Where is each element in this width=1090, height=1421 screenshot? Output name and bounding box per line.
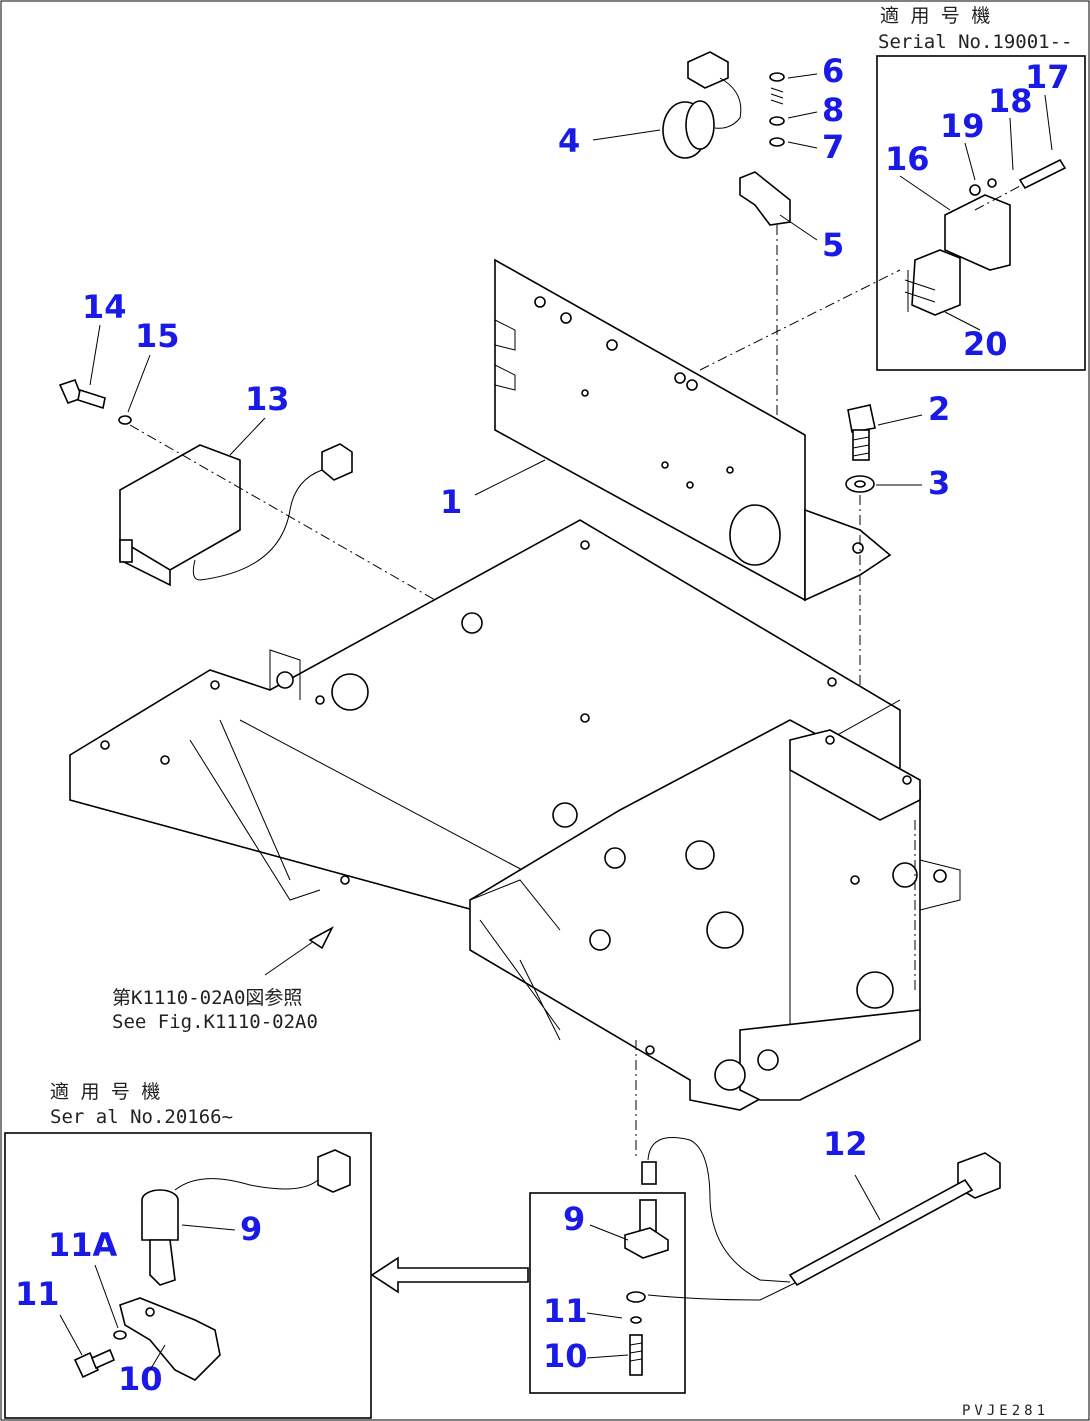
washer-11a [113, 1330, 127, 1340]
callout-1: 1 [440, 483, 462, 521]
bracket-10-variant [119, 1297, 221, 1381]
cable-harness-12 [647, 1137, 1001, 1301]
arrow-to-detail [370, 1256, 529, 1294]
sensor-9-variant [141, 1149, 351, 1286]
callout-17: 17 [1025, 58, 1070, 96]
switch-part-13 [119, 443, 353, 587]
detail-box-top-right [876, 55, 1086, 371]
callout-8: 8 [822, 91, 844, 129]
reference-note-en: See Fig.K1110-02A0 [112, 1011, 318, 1033]
callout-4: 4 [558, 122, 580, 160]
callout-12: 12 [823, 1125, 868, 1163]
callout-11-left: 11 [15, 1275, 60, 1313]
callout-11-center: 11 [543, 1292, 588, 1330]
relay-assembly [904, 158, 1067, 316]
washer-3 [845, 475, 875, 493]
callout-11a: 11A [48, 1226, 118, 1264]
bolt-2 [847, 404, 876, 461]
callout-20: 20 [963, 325, 1008, 363]
serial-number-bottom: Ser al No.20166~ [50, 1106, 233, 1128]
callout-9-center: 9 [563, 1200, 585, 1238]
callout-19: 19 [940, 107, 985, 145]
callout-6: 6 [822, 52, 844, 90]
sensor-9 [624, 1161, 669, 1259]
bolt-10 [629, 1316, 643, 1376]
callout-16: 16 [885, 140, 930, 178]
reference-note-jp: 第K1110-02A0図参照 [112, 987, 302, 1009]
callout-3: 3 [928, 464, 950, 502]
serial-number-top: Serial No.19001-- [878, 31, 1072, 53]
detail-box-bottom-left [4, 1132, 372, 1419]
bracket-plate-1 [494, 258, 892, 602]
callout-10-left: 10 [118, 1360, 163, 1398]
serial-header-top: 適 用 号 機 [880, 5, 990, 27]
floor-frame [69, 519, 961, 1111]
screw-washer-stack [739, 72, 791, 226]
bolt-14 [58, 379, 106, 410]
callout-14: 14 [82, 288, 127, 326]
callout-2: 2 [928, 390, 950, 428]
serial-header-bottom: 適 用 号 機 [50, 1081, 160, 1103]
connector-part-4 [662, 51, 742, 159]
drawing-code: PVJE281 [962, 1403, 1049, 1419]
washer-15 [118, 415, 132, 425]
detail-box-bottom-center [529, 1192, 686, 1394]
callout-5: 5 [822, 226, 844, 264]
callout-10-center: 10 [543, 1337, 588, 1375]
bolt-11-variant [73, 1348, 116, 1379]
callout-13: 13 [245, 380, 290, 418]
callout-18: 18 [988, 82, 1033, 120]
callout-7: 7 [822, 128, 844, 166]
callout-9-left: 9 [240, 1210, 262, 1248]
washer-11 [626, 1291, 646, 1303]
callout-15: 15 [135, 317, 180, 355]
reference-arrow [264, 926, 334, 976]
